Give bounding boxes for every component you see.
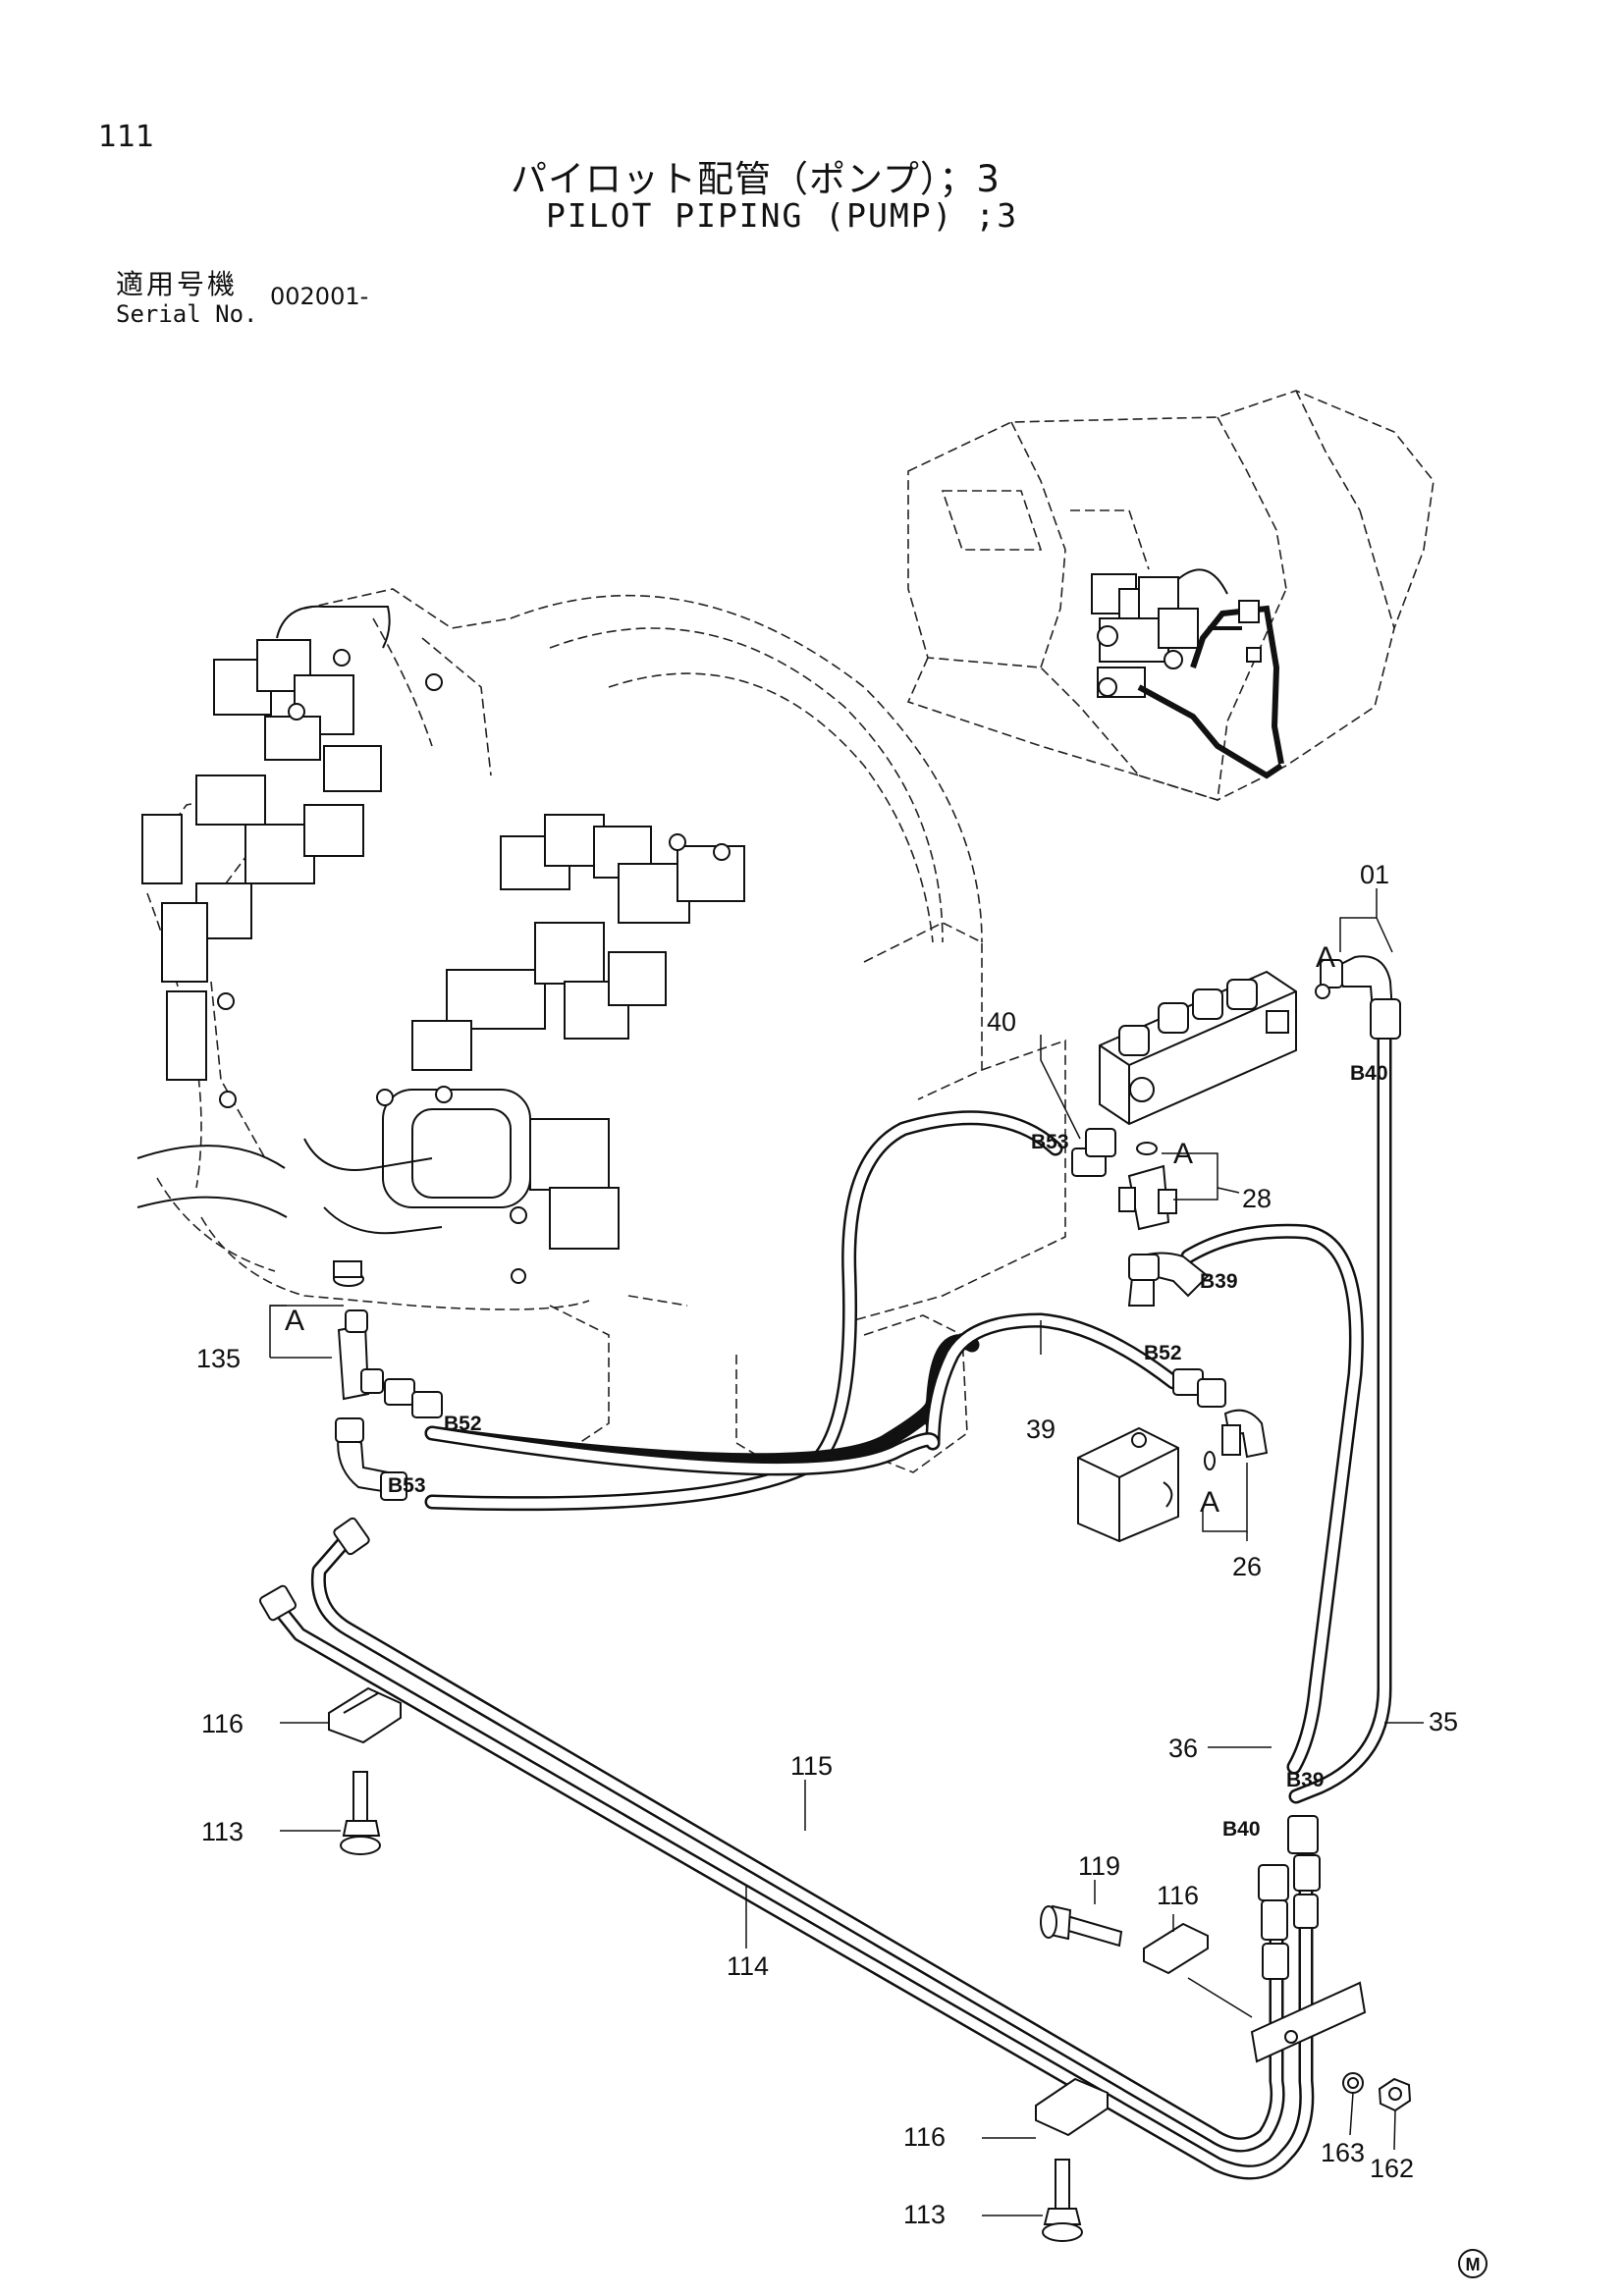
detail-mark-a-135: A xyxy=(285,1305,304,1337)
inset-pump-assembly xyxy=(1091,568,1228,698)
callout-01: 01 xyxy=(1360,860,1389,889)
callout-35: 35 xyxy=(1429,1707,1458,1736)
pilot-valve-block xyxy=(1099,970,1297,1126)
callout-115: 115 xyxy=(790,1751,833,1781)
left-gear-unit xyxy=(136,814,288,1218)
label-b53-top: B53 xyxy=(1031,1131,1069,1153)
footer-mark: M xyxy=(1458,2249,1488,2278)
detail-mark-a-01: A xyxy=(1316,941,1335,974)
pilot-hoses xyxy=(424,1013,1392,1804)
serial-label-english: Serial No. xyxy=(116,300,258,328)
label-b39-top: B39 xyxy=(1200,1270,1238,1293)
callout-135: 135 xyxy=(196,1344,241,1373)
callout-26: 26 xyxy=(1232,1552,1262,1581)
label-b40-bottom: B40 xyxy=(1222,1818,1261,1841)
bolt-113-upper xyxy=(340,1771,381,1855)
callout-113-lower: 113 xyxy=(903,2200,946,2229)
callout-28: 28 xyxy=(1242,1184,1272,1213)
part-callouts: 01 28 26 35 36 39 40 113 113 114 115 116… xyxy=(196,860,1458,2229)
elbow-hose-end-b53 xyxy=(337,1431,389,1494)
callout-114: 114 xyxy=(727,1951,769,1981)
fittings xyxy=(258,955,1412,2242)
suction-pipe-upper xyxy=(303,1138,433,1171)
page-title-english: PILOT PIPING (PUMP) ;3 xyxy=(546,196,1019,235)
hose-35 xyxy=(1288,1013,1392,1804)
hose-end-b52-left xyxy=(384,1378,415,1406)
label-b52-left: B52 xyxy=(444,1413,482,1435)
label-b40-top: B40 xyxy=(1350,1062,1388,1085)
junction-block-26 xyxy=(1077,1426,1179,1543)
pipe-115 xyxy=(310,1523,1285,2153)
callout-163: 163 xyxy=(1321,2138,1365,2167)
clamp-116-middle xyxy=(1143,1922,1209,1975)
callout-39: 39 xyxy=(1026,1415,1056,1444)
callout-113-upper: 113 xyxy=(201,1817,244,1846)
clamp-plate xyxy=(1250,1981,1367,2063)
callout-116-upper: 116 xyxy=(201,1709,244,1738)
callout-116-lower: 116 xyxy=(903,2122,946,2152)
leader-lines xyxy=(269,888,1424,2216)
callout-119: 119 xyxy=(1078,1851,1120,1881)
detail-mark-a-28: A xyxy=(1173,1138,1193,1170)
callout-116-middle: 116 xyxy=(1157,1881,1199,1910)
page-number: 111 xyxy=(98,120,155,154)
label-b52-top: B52 xyxy=(1144,1342,1182,1364)
callout-162: 162 xyxy=(1370,2154,1414,2183)
clamp-116-upper xyxy=(328,1686,402,1744)
page-title-japanese: パイロット配管（ポンプ）；3 xyxy=(511,158,1001,200)
main-pump-block xyxy=(376,814,745,1284)
hose-end-b39-bottom xyxy=(1287,1815,1319,1854)
serial-label-japanese: 適用号機 xyxy=(116,268,239,300)
bolt-119 xyxy=(1040,1904,1123,1948)
hose-end-b40-bottom xyxy=(1258,1864,1289,1901)
bolt-113-lower xyxy=(1042,2159,1083,2242)
clamp-116-lower xyxy=(1035,2077,1109,2137)
callout-40: 40 xyxy=(987,1007,1016,1037)
detail-a-marks: A A A A xyxy=(285,941,1335,1519)
label-b39-bottom: B39 xyxy=(1286,1769,1325,1791)
hose-end-labels: B40 B53 B39 B52 B52 B53 B39 B40 xyxy=(388,1062,1388,1841)
detail-mark-a-26: A xyxy=(1200,1486,1219,1519)
label-b53-left: B53 xyxy=(388,1474,426,1497)
suction-pipe-lower xyxy=(323,1206,443,1235)
upper-control-valve-block xyxy=(195,605,443,939)
callout-36: 36 xyxy=(1168,1734,1198,1763)
footer-circle-mark: M xyxy=(1466,2255,1481,2274)
serial-number-value: 002001- xyxy=(270,283,369,310)
o-ring-28 xyxy=(1136,1142,1158,1155)
machine-inset-view xyxy=(906,390,1435,802)
elbow-fitting-26 xyxy=(1223,1409,1269,1459)
steel-pipes xyxy=(272,1523,1315,2180)
